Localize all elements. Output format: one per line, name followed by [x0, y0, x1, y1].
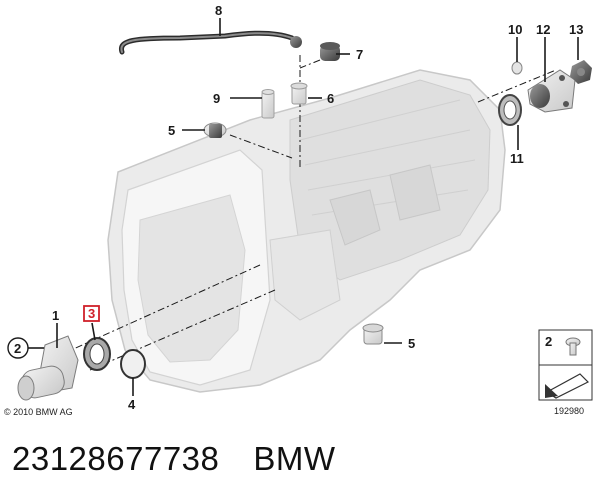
part-5-screw-plug-upper	[203, 122, 227, 138]
part-11-shaft-seal	[498, 94, 522, 126]
callout-5-lower: 5	[408, 336, 415, 351]
part-4-sealing-cap	[120, 349, 146, 379]
part-7-cap	[320, 42, 340, 61]
part-number: 23128677738	[12, 440, 220, 477]
copyright-notice: © 2010 BMW AG	[4, 407, 73, 417]
part-8-breather-tube	[118, 30, 302, 55]
part-5-screw-plug-lower	[362, 323, 384, 345]
callout-2: 2	[14, 341, 21, 356]
inset-part-number: 2	[545, 334, 552, 349]
callout-11: 11	[510, 151, 524, 166]
part-13-collar-nut	[570, 60, 592, 84]
callout-4: 4	[128, 397, 136, 412]
leader-lines	[56, 18, 579, 396]
callout-10: 10	[508, 22, 522, 37]
part-12-output-flange	[527, 69, 576, 113]
callout-3: 3	[88, 306, 95, 321]
callout-6: 6	[327, 91, 334, 106]
brand-name: BMW	[253, 440, 336, 477]
part-10-washer	[511, 61, 523, 75]
caption-line: 23128677738 BMW	[12, 440, 336, 478]
reference-number: 192980	[554, 406, 584, 416]
inset-screw-icon	[565, 337, 581, 356]
callout-labels: 8 7 6 9 5 5 10 12 13 11 1 4 2 3	[7, 3, 583, 412]
callout-13: 13	[569, 22, 583, 37]
callout-7: 7	[356, 47, 363, 62]
part-9-dowel-sleeve	[261, 89, 275, 119]
inset-arrow-icon	[545, 373, 590, 399]
callout-9: 9	[213, 91, 220, 106]
part-3-shaft-seal	[83, 337, 111, 371]
transmission-exploded-diagram: 8 7 6 9 5 5 10 12 13 11 1 4 2 3 2 192980	[4, 3, 593, 417]
inset-box: 2 192980	[538, 329, 593, 416]
callout-5-upper: 5	[168, 123, 175, 138]
callout-12: 12	[536, 22, 550, 37]
transmission-housing	[107, 69, 506, 393]
part-6-screw-plug	[290, 82, 308, 105]
callout-8: 8	[215, 3, 222, 18]
callout-3-highlight	[83, 305, 100, 322]
part-1-guide-sleeve	[17, 335, 79, 401]
callout-1: 1	[52, 308, 59, 323]
